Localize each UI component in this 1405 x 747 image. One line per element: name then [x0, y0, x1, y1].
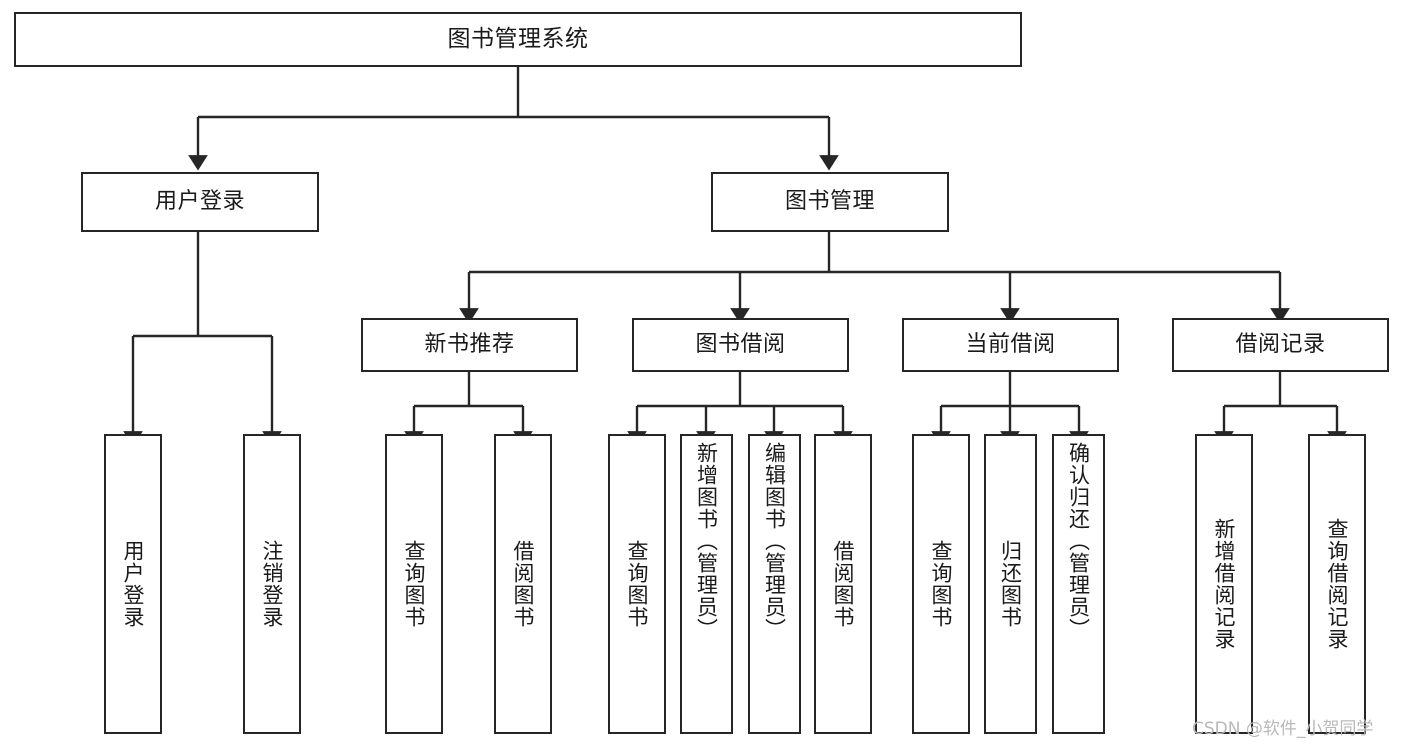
node-leaf-confirm-return-admin[interactable]: 确认归还（管理员）: [1052, 434, 1105, 734]
node-leaf-query-borrow-record-label: 查询借阅记录: [1325, 518, 1350, 650]
node-current-borrow[interactable]: 当前借阅: [902, 318, 1119, 372]
node-leaf-borrow-book-1[interactable]: 借阅图书: [494, 434, 552, 734]
node-leaf-user-login[interactable]: 用户登录: [104, 434, 162, 734]
node-leaf-add-borrow-record[interactable]: 新增借阅记录: [1195, 434, 1253, 734]
node-leaf-user-login-label: 用户登录: [121, 540, 146, 628]
node-leaf-borrow-book-2[interactable]: 借阅图书: [814, 434, 872, 734]
node-leaf-query-book-3-label: 查询图书: [929, 540, 954, 628]
node-root-book-management-system[interactable]: 图书管理系统: [14, 12, 1022, 67]
node-book-management-label: 图书管理: [784, 189, 875, 215]
node-new-book-recommend-label: 新书推荐: [424, 332, 515, 358]
node-leaf-query-book-2-label: 查询图书: [625, 540, 650, 628]
node-leaf-add-book-admin-label: 新增图书（管理员）: [694, 442, 719, 640]
node-new-book-recommend[interactable]: 新书推荐: [361, 318, 578, 372]
node-book-management[interactable]: 图书管理: [711, 172, 949, 232]
node-leaf-query-book-1-label: 查询图书: [402, 540, 427, 628]
node-book-borrow-label: 图书借阅: [695, 332, 786, 358]
node-leaf-query-book-2[interactable]: 查询图书: [608, 434, 666, 734]
node-leaf-return-book-label: 归还图书: [998, 540, 1023, 628]
node-leaf-confirm-return-admin-label: 确认归还（管理员）: [1066, 442, 1091, 640]
node-leaf-query-borrow-record[interactable]: 查询借阅记录: [1308, 434, 1366, 734]
csdn-watermark: CSDN @软件_小贺同学: [1192, 719, 1374, 739]
node-root-label: 图书管理系统: [447, 25, 589, 52]
node-user-login-label: 用户登录: [154, 189, 245, 215]
node-leaf-add-borrow-record-label: 新增借阅记录: [1212, 518, 1237, 650]
node-current-borrow-label: 当前借阅: [965, 332, 1056, 358]
node-leaf-query-book-1[interactable]: 查询图书: [385, 434, 443, 734]
node-leaf-query-book-3[interactable]: 查询图书: [912, 434, 970, 734]
node-leaf-return-book[interactable]: 归还图书: [984, 434, 1037, 734]
node-borrow-record-label: 借阅记录: [1235, 332, 1326, 358]
node-user-login[interactable]: 用户登录: [81, 172, 319, 232]
node-leaf-logout-login-label: 注销登录: [260, 540, 285, 628]
node-leaf-edit-book-admin[interactable]: 编辑图书（管理员）: [748, 434, 801, 734]
node-leaf-add-book-admin[interactable]: 新增图书（管理员）: [680, 434, 733, 734]
node-leaf-edit-book-admin-label: 编辑图书（管理员）: [762, 442, 787, 640]
node-leaf-borrow-book-2-label: 借阅图书: [831, 540, 856, 628]
node-leaf-borrow-book-1-label: 借阅图书: [511, 540, 536, 628]
node-borrow-record[interactable]: 借阅记录: [1172, 318, 1389, 372]
node-book-borrow[interactable]: 图书借阅: [632, 318, 849, 372]
node-leaf-logout-login[interactable]: 注销登录: [243, 434, 301, 734]
